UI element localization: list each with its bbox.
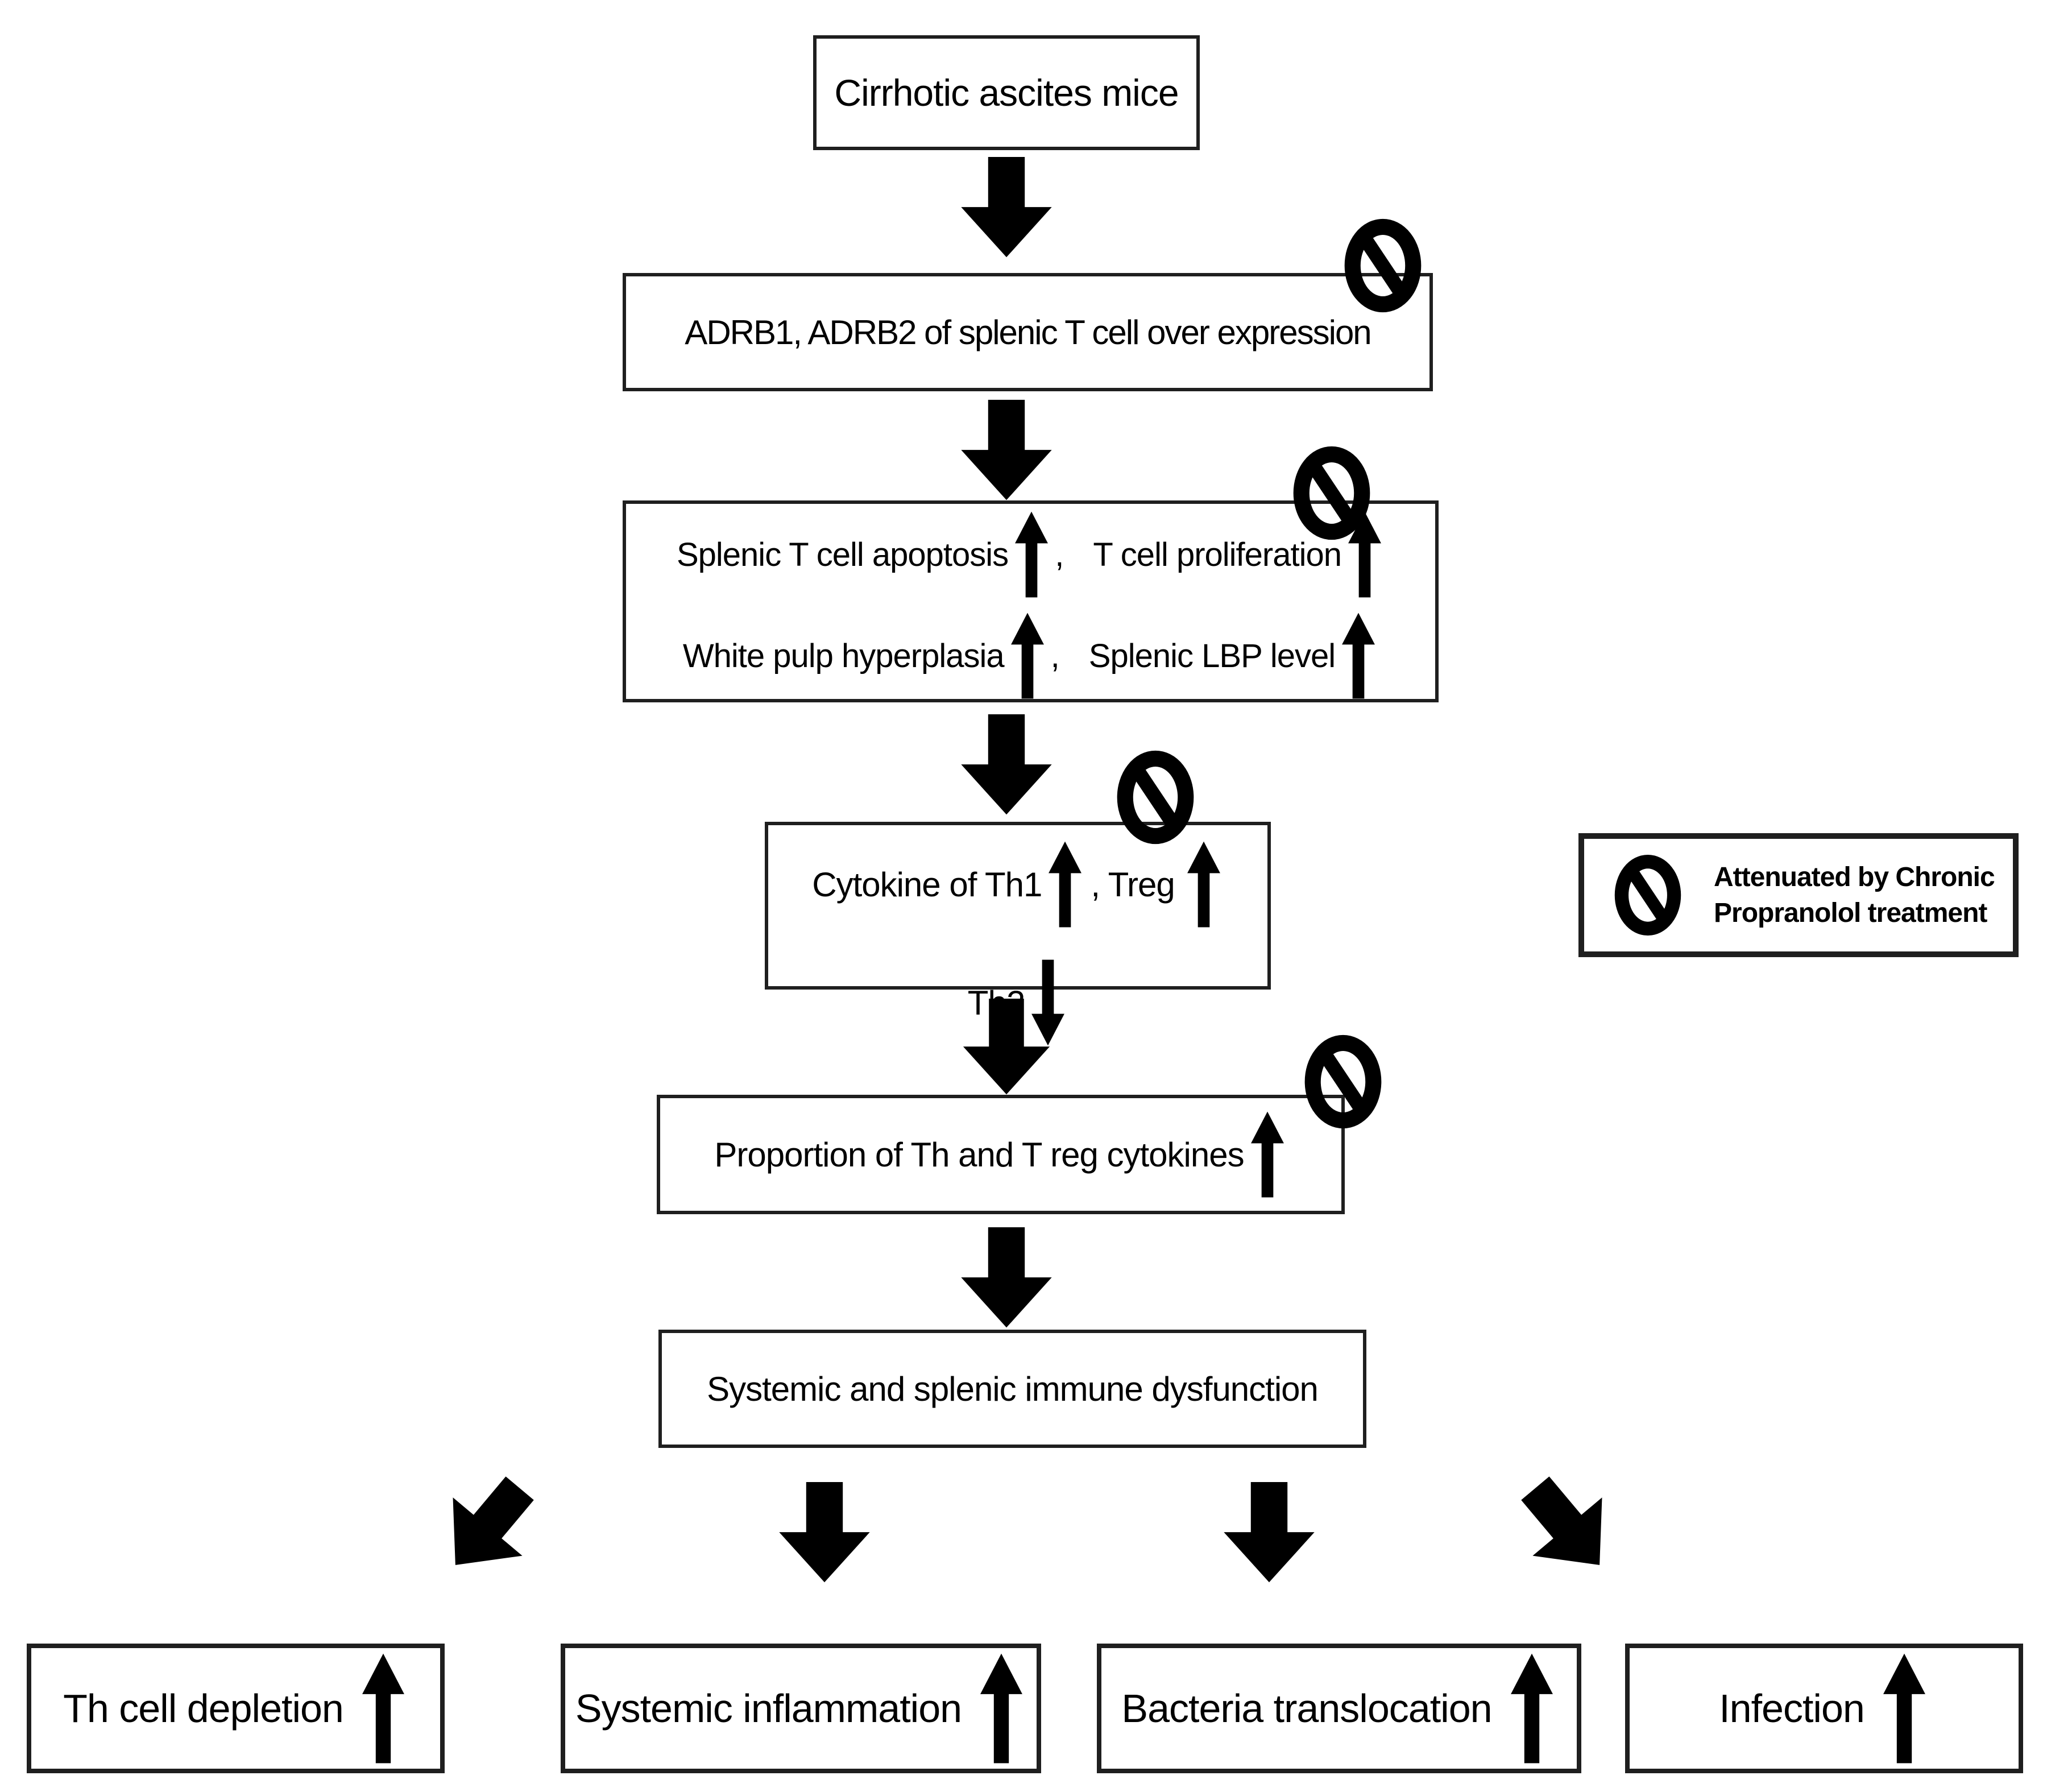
legend-line2: Propranolol treatment (1714, 898, 1987, 928)
up-arrow-icon (1010, 605, 1045, 706)
cytokine-line2: Th2 (968, 943, 1068, 1062)
legend-box: Attenuated by Chronic Propranolol treatm… (1578, 833, 2019, 957)
legend-text: Attenuated by Chronic Propranolol treatm… (1714, 859, 1995, 932)
metric-label: Splenic T cell apoptosis (676, 536, 1009, 573)
node-systemic-inflammation: Systemic inflammation (561, 1644, 1041, 1773)
outcome-label: Th cell depletion (63, 1686, 344, 1731)
separator: , (1055, 536, 1064, 573)
flow-down-arrow-icon (958, 1227, 1055, 1329)
flow-down-arrow-icon (776, 1482, 873, 1583)
prohibition-icon (1301, 1031, 1385, 1132)
splenic-effects-line2: White pulp hyperplasia , Splenic LBP lev… (683, 605, 1378, 706)
metric-label: T cell proliferation (1093, 536, 1342, 573)
prohibition-icon (1611, 849, 1684, 942)
prohibition-icon (1290, 442, 1374, 544)
node-immune-dysfunction: Systemic and splenic immune dysfunction (658, 1330, 1366, 1448)
metric-label: White pulp hyperplasia (682, 637, 1005, 674)
node-th-treg-cytokine-proportion: Proportion of Th and T reg cytokines (657, 1095, 1345, 1214)
metric-label: Proportion of Th and T reg cytokines (714, 1135, 1244, 1174)
outcome-label: Infection (1719, 1686, 1865, 1731)
metric-label: Cytokine of Th1 (812, 865, 1042, 904)
up-arrow-icon (1047, 825, 1083, 943)
up-arrow-icon (358, 1652, 408, 1765)
node-label: Systemic and splenic immune dysfunction (707, 1369, 1319, 1408)
flow-down-arrow-icon (1221, 1482, 1317, 1583)
down-arrow-icon (1030, 943, 1066, 1062)
up-arrow-icon (1879, 1652, 1929, 1765)
node-infection: Infection (1625, 1644, 2023, 1773)
outcome-label: Systemic inflammation (575, 1686, 962, 1731)
up-arrow-icon (1014, 504, 1049, 605)
node-splenic-effects: Splenic T cell apoptosis , T cell prolif… (623, 500, 1439, 702)
node-cirrhotic-ascites-mice: Cirrhotic ascites mice (813, 35, 1200, 150)
up-arrow-icon (1507, 1652, 1557, 1765)
node-cytokine-balance: Cytokine of Th1 , Treg Th2 (765, 822, 1271, 990)
flow-down-left-arrow-icon (418, 1457, 557, 1597)
metric-label: Th2 (967, 983, 1025, 1022)
outcome-label: Bacteria translocation (1121, 1686, 1492, 1731)
flow-down-arrow-icon (958, 400, 1055, 501)
flow-down-arrow-icon (958, 714, 1055, 816)
prohibition-icon (1113, 747, 1197, 848)
metric-label: , Treg (1091, 865, 1175, 904)
node-bacteria-translocation: Bacteria translocation (1097, 1644, 1581, 1773)
up-arrow-icon (1341, 605, 1376, 706)
metric-label: Splenic LBP level (1088, 637, 1336, 674)
up-arrow-icon (1186, 834, 1221, 935)
prohibition-icon (1341, 215, 1425, 316)
legend-line1: Attenuated by Chronic (1714, 862, 1995, 892)
splenic-effects-line1: Splenic T cell apoptosis , T cell prolif… (677, 504, 1385, 605)
flow-down-arrow-icon (958, 157, 1055, 258)
up-arrow-icon (1250, 1104, 1285, 1205)
separator: , (1050, 637, 1060, 674)
flow-down-right-arrow-icon (1498, 1457, 1638, 1597)
up-arrow-icon (976, 1652, 1026, 1765)
node-th-cell-depletion: Th cell depletion (27, 1644, 445, 1773)
node-label: ADRB1, ADRB2 of splenic T cell over expr… (685, 313, 1371, 351)
cytokine-line1: Cytokine of Th1 , Treg (812, 825, 1224, 943)
node-label: Cirrhotic ascites mice (834, 72, 1179, 114)
node-adrb-overexpression: ADRB1, ADRB2 of splenic T cell over expr… (623, 273, 1433, 391)
